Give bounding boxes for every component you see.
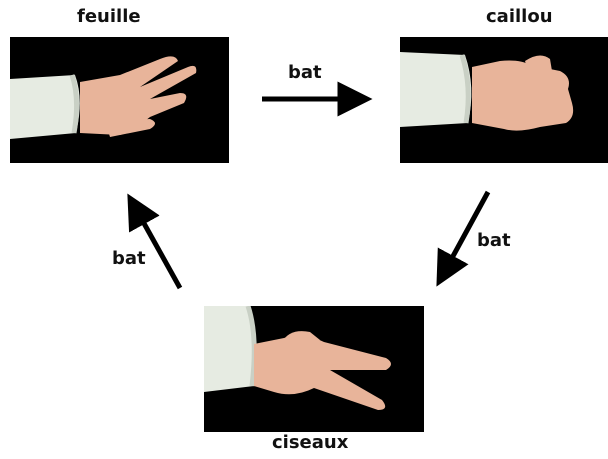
edge-label-caillou-ciseaux: bat [477,230,511,251]
edge-label-feuille-caillou: bat [288,62,322,83]
edge-label-ciseaux-feuille: bat [112,248,146,269]
arrow-ciseaux-to-feuille [131,200,180,288]
